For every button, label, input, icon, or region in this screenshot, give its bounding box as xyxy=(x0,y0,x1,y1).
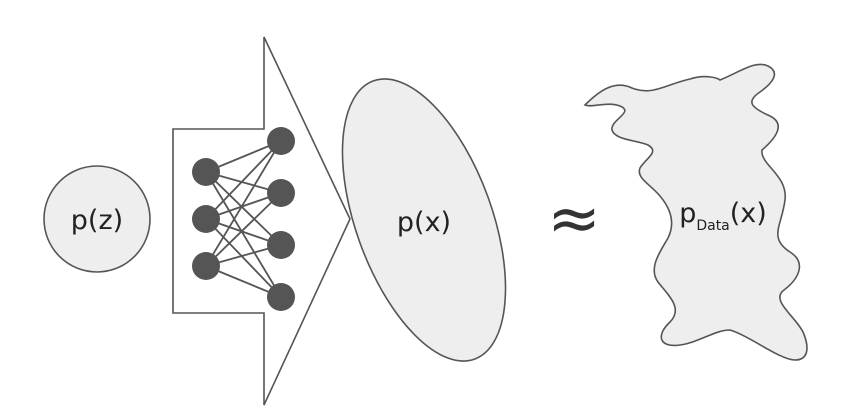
output-node xyxy=(267,127,295,155)
output-node xyxy=(267,179,295,207)
network-edge xyxy=(205,218,282,298)
model-distribution: p(x) xyxy=(341,78,507,362)
network-edge xyxy=(205,171,282,246)
latent-label: p(z) xyxy=(71,205,123,236)
data-blob xyxy=(583,63,808,361)
data-distribution: pData(x) xyxy=(583,63,808,361)
data-label: pData(x) xyxy=(679,198,767,234)
data-label-main: p xyxy=(679,198,696,229)
latent-distribution: p(z) xyxy=(43,165,151,273)
generator-arrow-shape xyxy=(172,36,351,406)
input-node xyxy=(192,205,220,233)
output-node xyxy=(267,231,295,259)
input-node xyxy=(192,158,220,186)
data-label-tail: (x) xyxy=(730,198,767,229)
network-edge xyxy=(205,171,282,298)
network-nodes xyxy=(192,127,295,311)
model-ellipse xyxy=(341,78,507,362)
network-edge xyxy=(205,192,282,267)
input-node xyxy=(192,252,220,280)
network-edge xyxy=(205,140,282,267)
output-node xyxy=(267,283,295,311)
network-edge xyxy=(205,140,282,220)
approx-symbol: ≈ xyxy=(547,182,601,256)
data-label-subscript: Data xyxy=(696,218,729,234)
generator-network xyxy=(172,36,351,406)
latent-circle xyxy=(43,165,151,273)
model-label: p(x) xyxy=(397,207,451,238)
